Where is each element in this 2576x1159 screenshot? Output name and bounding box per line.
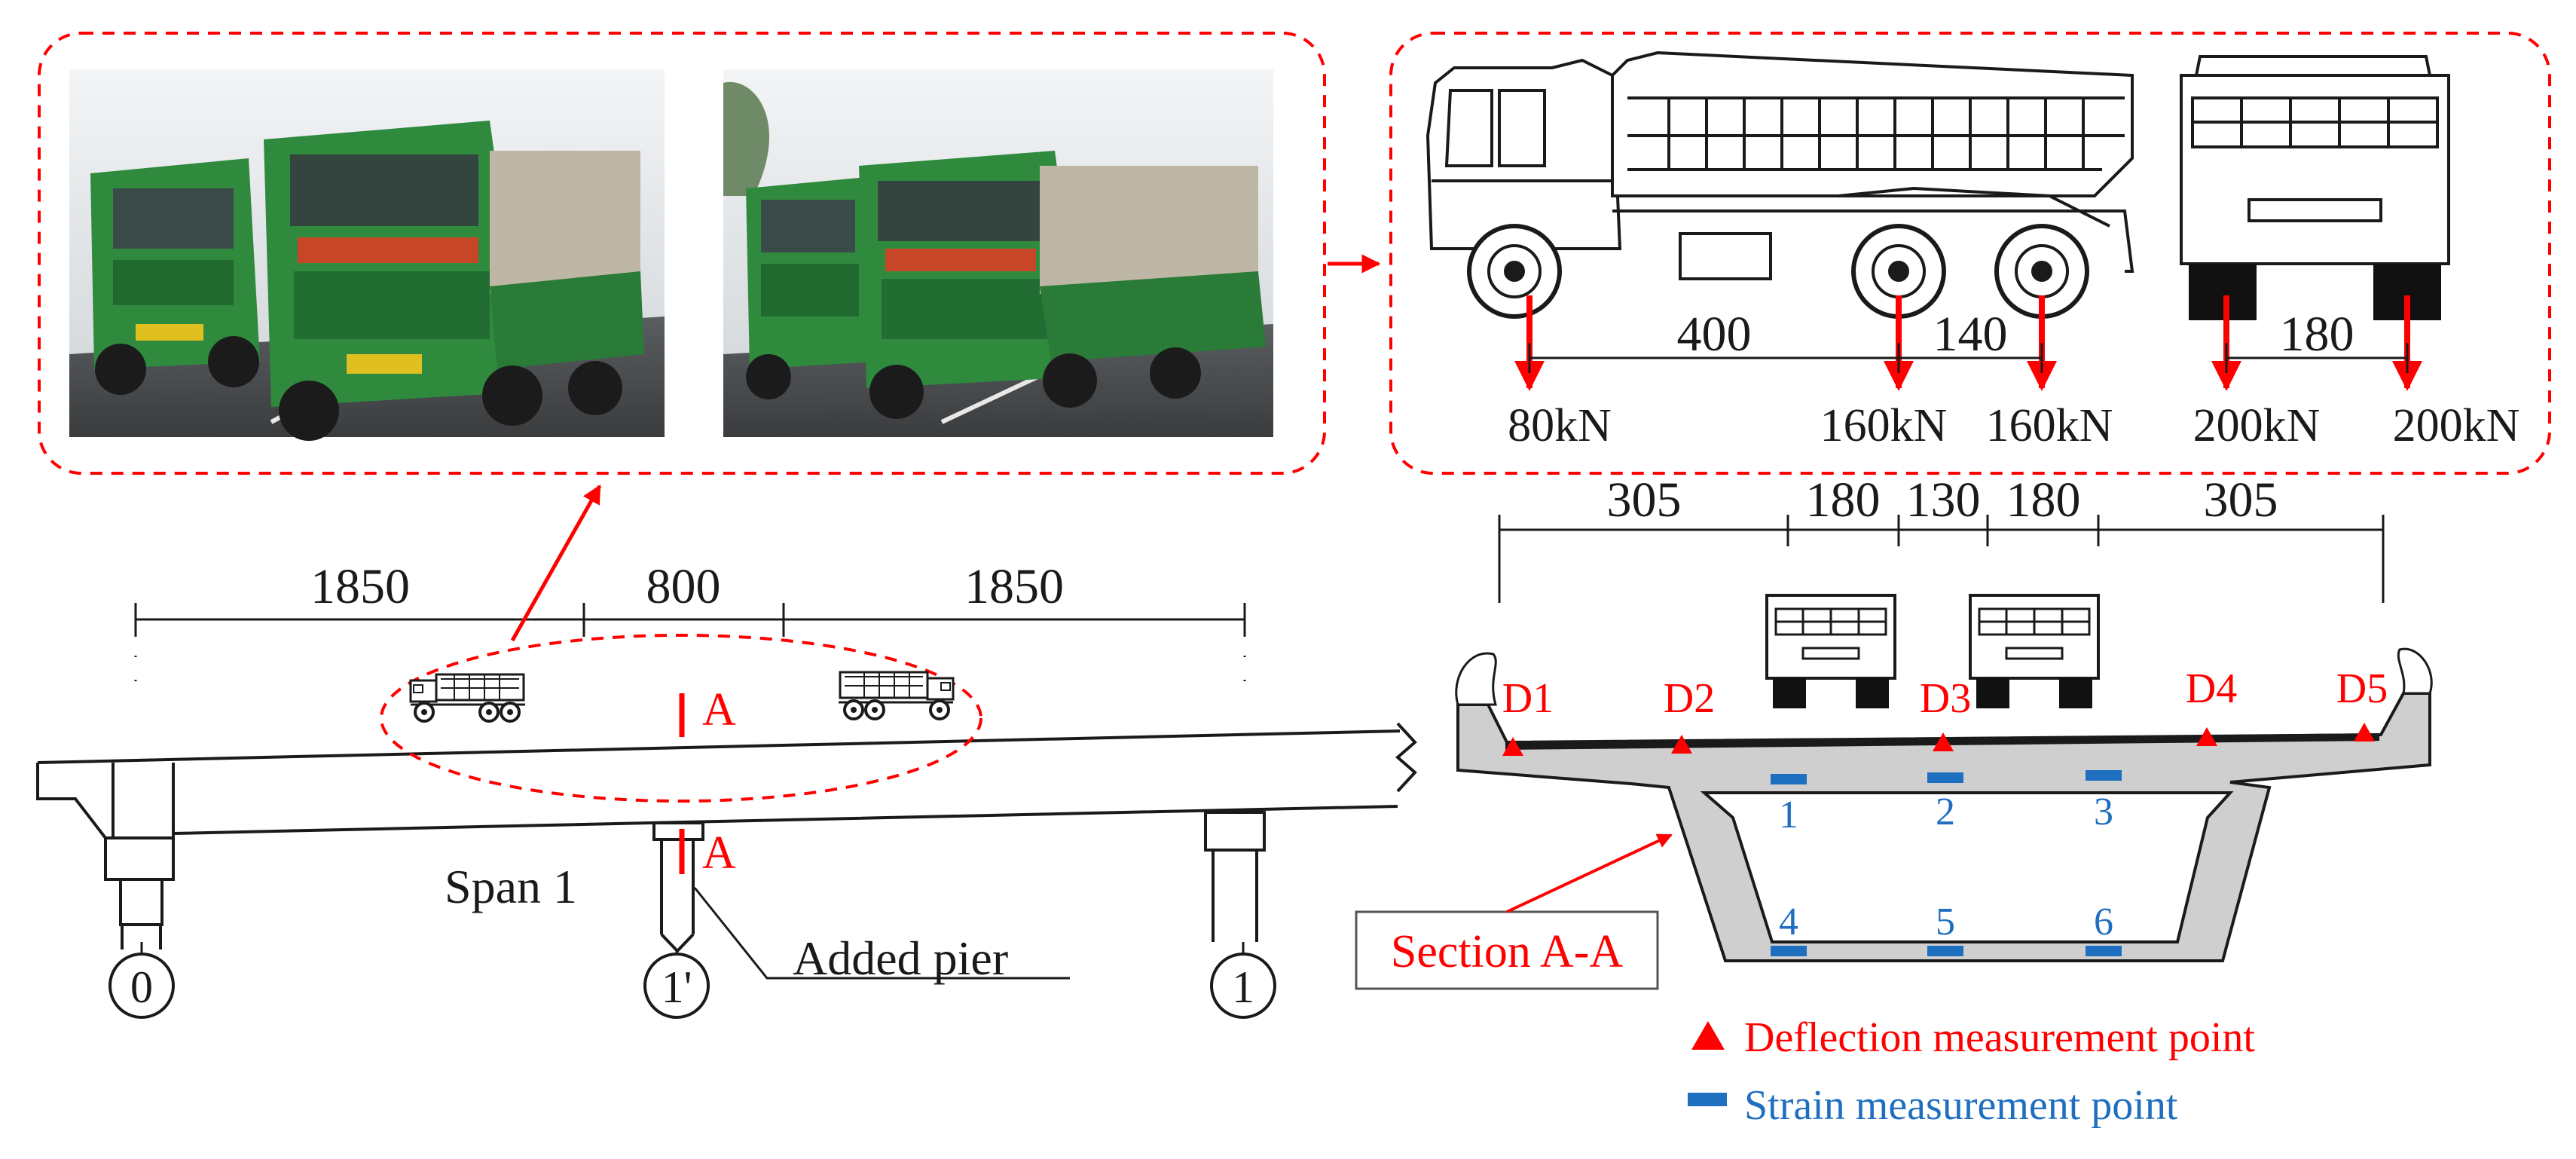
deflection-label-D2: D2 (1664, 675, 1715, 722)
abutment-0 (104, 836, 175, 950)
pier-label-1-prime: 1' (662, 962, 692, 1012)
section-mark-bottom: A (702, 827, 736, 879)
bridge-elevation: 1850 800 1850 (36, 484, 1417, 1019)
section-dim-180-right: 180 (2006, 472, 2081, 528)
pier-markers (108, 942, 1276, 1019)
spacing-140: 140 (1933, 307, 2008, 362)
truck-position-ellipse (380, 634, 982, 803)
section-truck-right (1969, 594, 2100, 710)
section-dim-130: 130 (1906, 472, 1981, 528)
pier-label-1: 1 (1232, 962, 1254, 1012)
truck-photo-panel (38, 32, 1381, 475)
deflection-legend-icon (1691, 1021, 1725, 1050)
track-width-180: 180 (2280, 307, 2354, 362)
deflection-triangle (1502, 737, 1523, 756)
deflection-label-D4: D4 (2186, 665, 2237, 712)
truck-photo-2 (723, 69, 1273, 437)
middle-axle-load: 160kN (1820, 400, 1948, 451)
truck-dimension-lines (1528, 343, 2409, 373)
section-label-arrow (1506, 833, 1673, 913)
elevation-truck-left (409, 673, 527, 723)
deflection-triangle (2354, 723, 2375, 742)
strain-label-3: 3 (2094, 791, 2113, 833)
strain-label-4: 4 (1779, 901, 1798, 943)
strain-label-1: 1 (1779, 794, 1798, 836)
strain-bar (2086, 946, 2122, 956)
cross-section: 305 180 130 180 305 D1 D2 D3 D4 D5 (1355, 472, 2433, 990)
deflection-legend-label: Deflection measurement point (1744, 1014, 2255, 1061)
strain-label-2: 2 (1936, 791, 1955, 833)
strain-legend-label: Strain measurement point (1744, 1082, 2178, 1129)
span-dimension-line (134, 603, 1246, 682)
left-wheel-load: 200kN (2193, 400, 2321, 451)
section-truck-left (1765, 594, 1896, 710)
girder (36, 722, 1417, 839)
pier-label-0: 0 (130, 962, 153, 1012)
front-axle-load: 80kN (1508, 400, 1612, 451)
section-dim-305-right: 305 (2204, 472, 2278, 528)
strain-bar (1771, 774, 1807, 784)
section-mark-top: A (702, 684, 736, 735)
ellipse-to-photo-arrow (510, 484, 602, 642)
photo-panel-frame (38, 32, 1326, 475)
span-label: Span 1 (445, 860, 577, 913)
deflection-triangle (1671, 735, 1692, 754)
deflection-markers (1502, 723, 2375, 756)
right-barrier (2397, 647, 2433, 695)
strain-legend-icon (1688, 1093, 1727, 1106)
span-length-left: 1850 (310, 559, 410, 614)
load-panel-frame (1389, 32, 2551, 475)
rear-axle-load: 160kN (1986, 400, 2113, 451)
span-length-right: 1850 (964, 559, 1064, 614)
strain-label-6: 6 (2094, 901, 2113, 943)
strain-label-5: 5 (1936, 901, 1955, 943)
section-dim-180-left: 180 (1806, 472, 1881, 528)
deflection-label-D5: D5 (2336, 665, 2388, 712)
added-pier-label: Added pier (793, 931, 1008, 985)
strain-bar (1927, 946, 1963, 956)
legend: Deflection measurement point Strain meas… (1688, 1014, 2255, 1129)
section-dimension-line (1498, 515, 2385, 603)
section-dim-305-left: 305 (1607, 472, 1682, 528)
added-pier-leader (693, 887, 1070, 980)
section-label: Section A-A (1391, 926, 1623, 977)
added-pier (652, 821, 704, 953)
left-barrier (1455, 652, 1497, 706)
truck-rear-view (2180, 55, 2450, 320)
strain-markers (1771, 770, 2122, 956)
strain-bar (1927, 772, 1963, 783)
span-length-middle: 800 (646, 559, 721, 614)
elevation-truck-right (837, 671, 955, 720)
truck-load-panel: 400 140 180 80kN 160kN 160kN 200kN 200kN (1389, 32, 2551, 475)
strain-bar (2086, 770, 2122, 781)
deflection-label-D3: D3 (1920, 675, 1971, 722)
pier-1 (1204, 811, 1266, 942)
truck-photo-1 (69, 69, 665, 441)
deflection-triangle (1933, 732, 1954, 751)
truck-side-view (1426, 50, 2134, 319)
deflection-triangle (2196, 727, 2217, 746)
strain-bar (1771, 946, 1807, 956)
deflection-label-D1: D1 (1502, 675, 1554, 722)
spacing-400: 400 (1677, 307, 1752, 362)
right-wheel-load: 200kN (2393, 400, 2520, 451)
